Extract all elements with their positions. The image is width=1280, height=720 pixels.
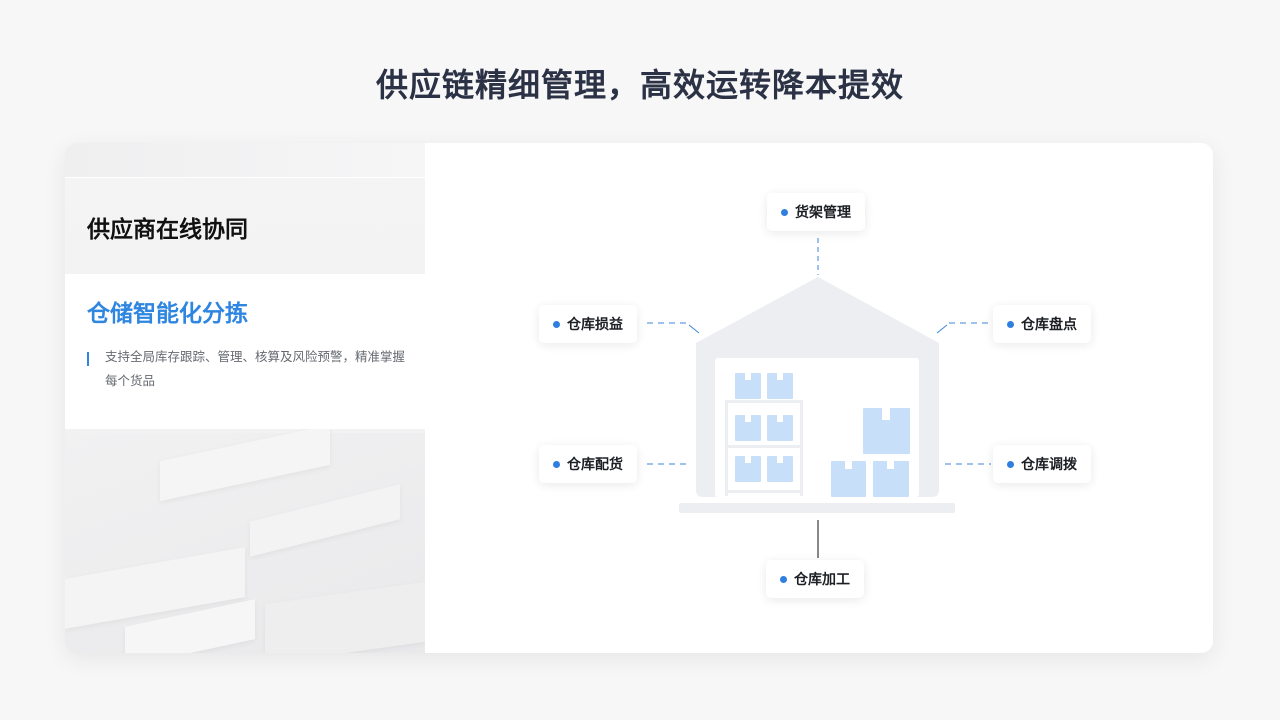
bullet-dot-icon bbox=[1007, 320, 1014, 328]
bullet-dot-icon bbox=[553, 460, 560, 468]
bullet-dot-icon bbox=[781, 208, 788, 216]
warehouse-base bbox=[679, 503, 955, 513]
connector-upper-right-diag bbox=[936, 324, 948, 334]
node-shelf-management[interactable]: 货架管理 bbox=[767, 193, 865, 231]
node-warehouse-transfer[interactable]: 仓库调拨 bbox=[993, 445, 1091, 483]
bullet-dot-icon bbox=[1007, 460, 1014, 468]
feature-card: 供应商在线协同 仓储智能化分拣 支持全局库存跟踪、管理、核算及风险预警，精准掌握… bbox=[65, 143, 1213, 653]
warehouse-icon bbox=[679, 277, 955, 513]
connector-lines bbox=[647, 238, 991, 558]
decorative-strip bbox=[65, 143, 425, 178]
menu-item-description: 支持全局库存跟踪、管理、核算及风险预警，精准掌握每个货品 bbox=[105, 349, 406, 388]
warehouse-interior bbox=[715, 358, 919, 497]
menu-item-supplier-collaboration[interactable]: 供应商在线协同 bbox=[87, 217, 248, 243]
menu-item-title: 仓储智能化分拣 bbox=[87, 301, 248, 327]
shelf-icon bbox=[725, 400, 803, 496]
warehouse-diagram bbox=[647, 238, 991, 558]
bullet-dot-icon bbox=[780, 575, 787, 583]
node-warehouse-inventory[interactable]: 仓库盘点 bbox=[993, 305, 1091, 343]
node-warehouse-distribution[interactable]: 仓库配货 bbox=[539, 445, 637, 483]
feature-menu: 供应商在线协同 仓储智能化分拣 支持全局库存跟踪、管理、核算及风险预警，精准掌握… bbox=[65, 143, 425, 653]
bullet-dot-icon bbox=[553, 320, 560, 328]
warehouse-diagram-panel: 货架管理 仓库损益 仓库盘点 仓库配货 仓库调拨 仓库加工 bbox=[425, 143, 1213, 653]
box-icons bbox=[735, 373, 910, 497]
menu-item-warehouse-sorting[interactable]: 仓储智能化分拣 支持全局库存跟踪、管理、核算及风险预警，精准掌握每个货品 bbox=[65, 274, 425, 429]
page-title: 供应链精细管理，高效运转降本提效 bbox=[375, 66, 904, 104]
node-warehouse-processing[interactable]: 仓库加工 bbox=[766, 560, 864, 598]
accent-bar bbox=[87, 352, 89, 366]
connector-upper-left-diag bbox=[688, 324, 700, 334]
node-warehouse-loss[interactable]: 仓库损益 bbox=[539, 305, 637, 343]
box-tape bbox=[745, 373, 894, 469]
